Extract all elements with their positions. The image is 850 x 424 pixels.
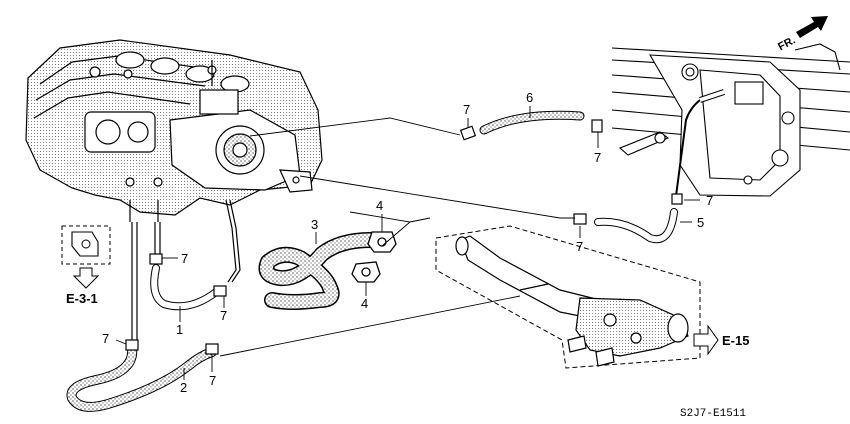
callout-7-hose1-lower: 7 xyxy=(220,308,227,323)
reference-arrow-right xyxy=(693,324,719,356)
callout-7-hose6-right: 7 xyxy=(594,150,601,165)
front-direction-indicator: FR. xyxy=(776,16,828,53)
callout-7-hose5-upper: 7 xyxy=(706,193,713,208)
callout-2: 2 xyxy=(180,380,187,395)
thermostat-housing-group xyxy=(435,225,701,369)
callout-7-hose6-left: 7 xyxy=(463,102,470,117)
part-callouts: 7 6 7 7 5 7 4 3 4 7 1 7 7 2 7 xyxy=(102,90,713,395)
callout-4-top: 4 xyxy=(376,198,383,213)
engine-block xyxy=(611,43,850,197)
reference-box-left xyxy=(61,225,111,289)
callout-7-hose5-lower: 7 xyxy=(576,239,583,254)
front-direction-arrow-icon xyxy=(796,16,828,38)
leader-lines xyxy=(115,106,700,380)
clamps xyxy=(125,119,683,355)
callout-6: 6 xyxy=(526,90,533,105)
reference-label-right: E-15 xyxy=(722,333,749,348)
callout-7-hose2-left: 7 xyxy=(102,331,109,346)
callout-5: 5 xyxy=(697,215,704,230)
intake-manifold-assembly xyxy=(25,39,323,222)
callout-7-hose1-upper: 7 xyxy=(181,251,188,266)
callout-3: 3 xyxy=(311,217,318,232)
drawing-code: S2J7-E1511 xyxy=(680,408,746,420)
callout-7-hose2-right: 7 xyxy=(209,373,216,388)
clips xyxy=(351,231,397,283)
front-direction-label: FR. xyxy=(776,34,797,53)
reference-label-left: E-3-1 xyxy=(66,291,98,306)
callout-4-bottom: 4 xyxy=(361,296,368,311)
callout-1: 1 xyxy=(176,322,183,337)
